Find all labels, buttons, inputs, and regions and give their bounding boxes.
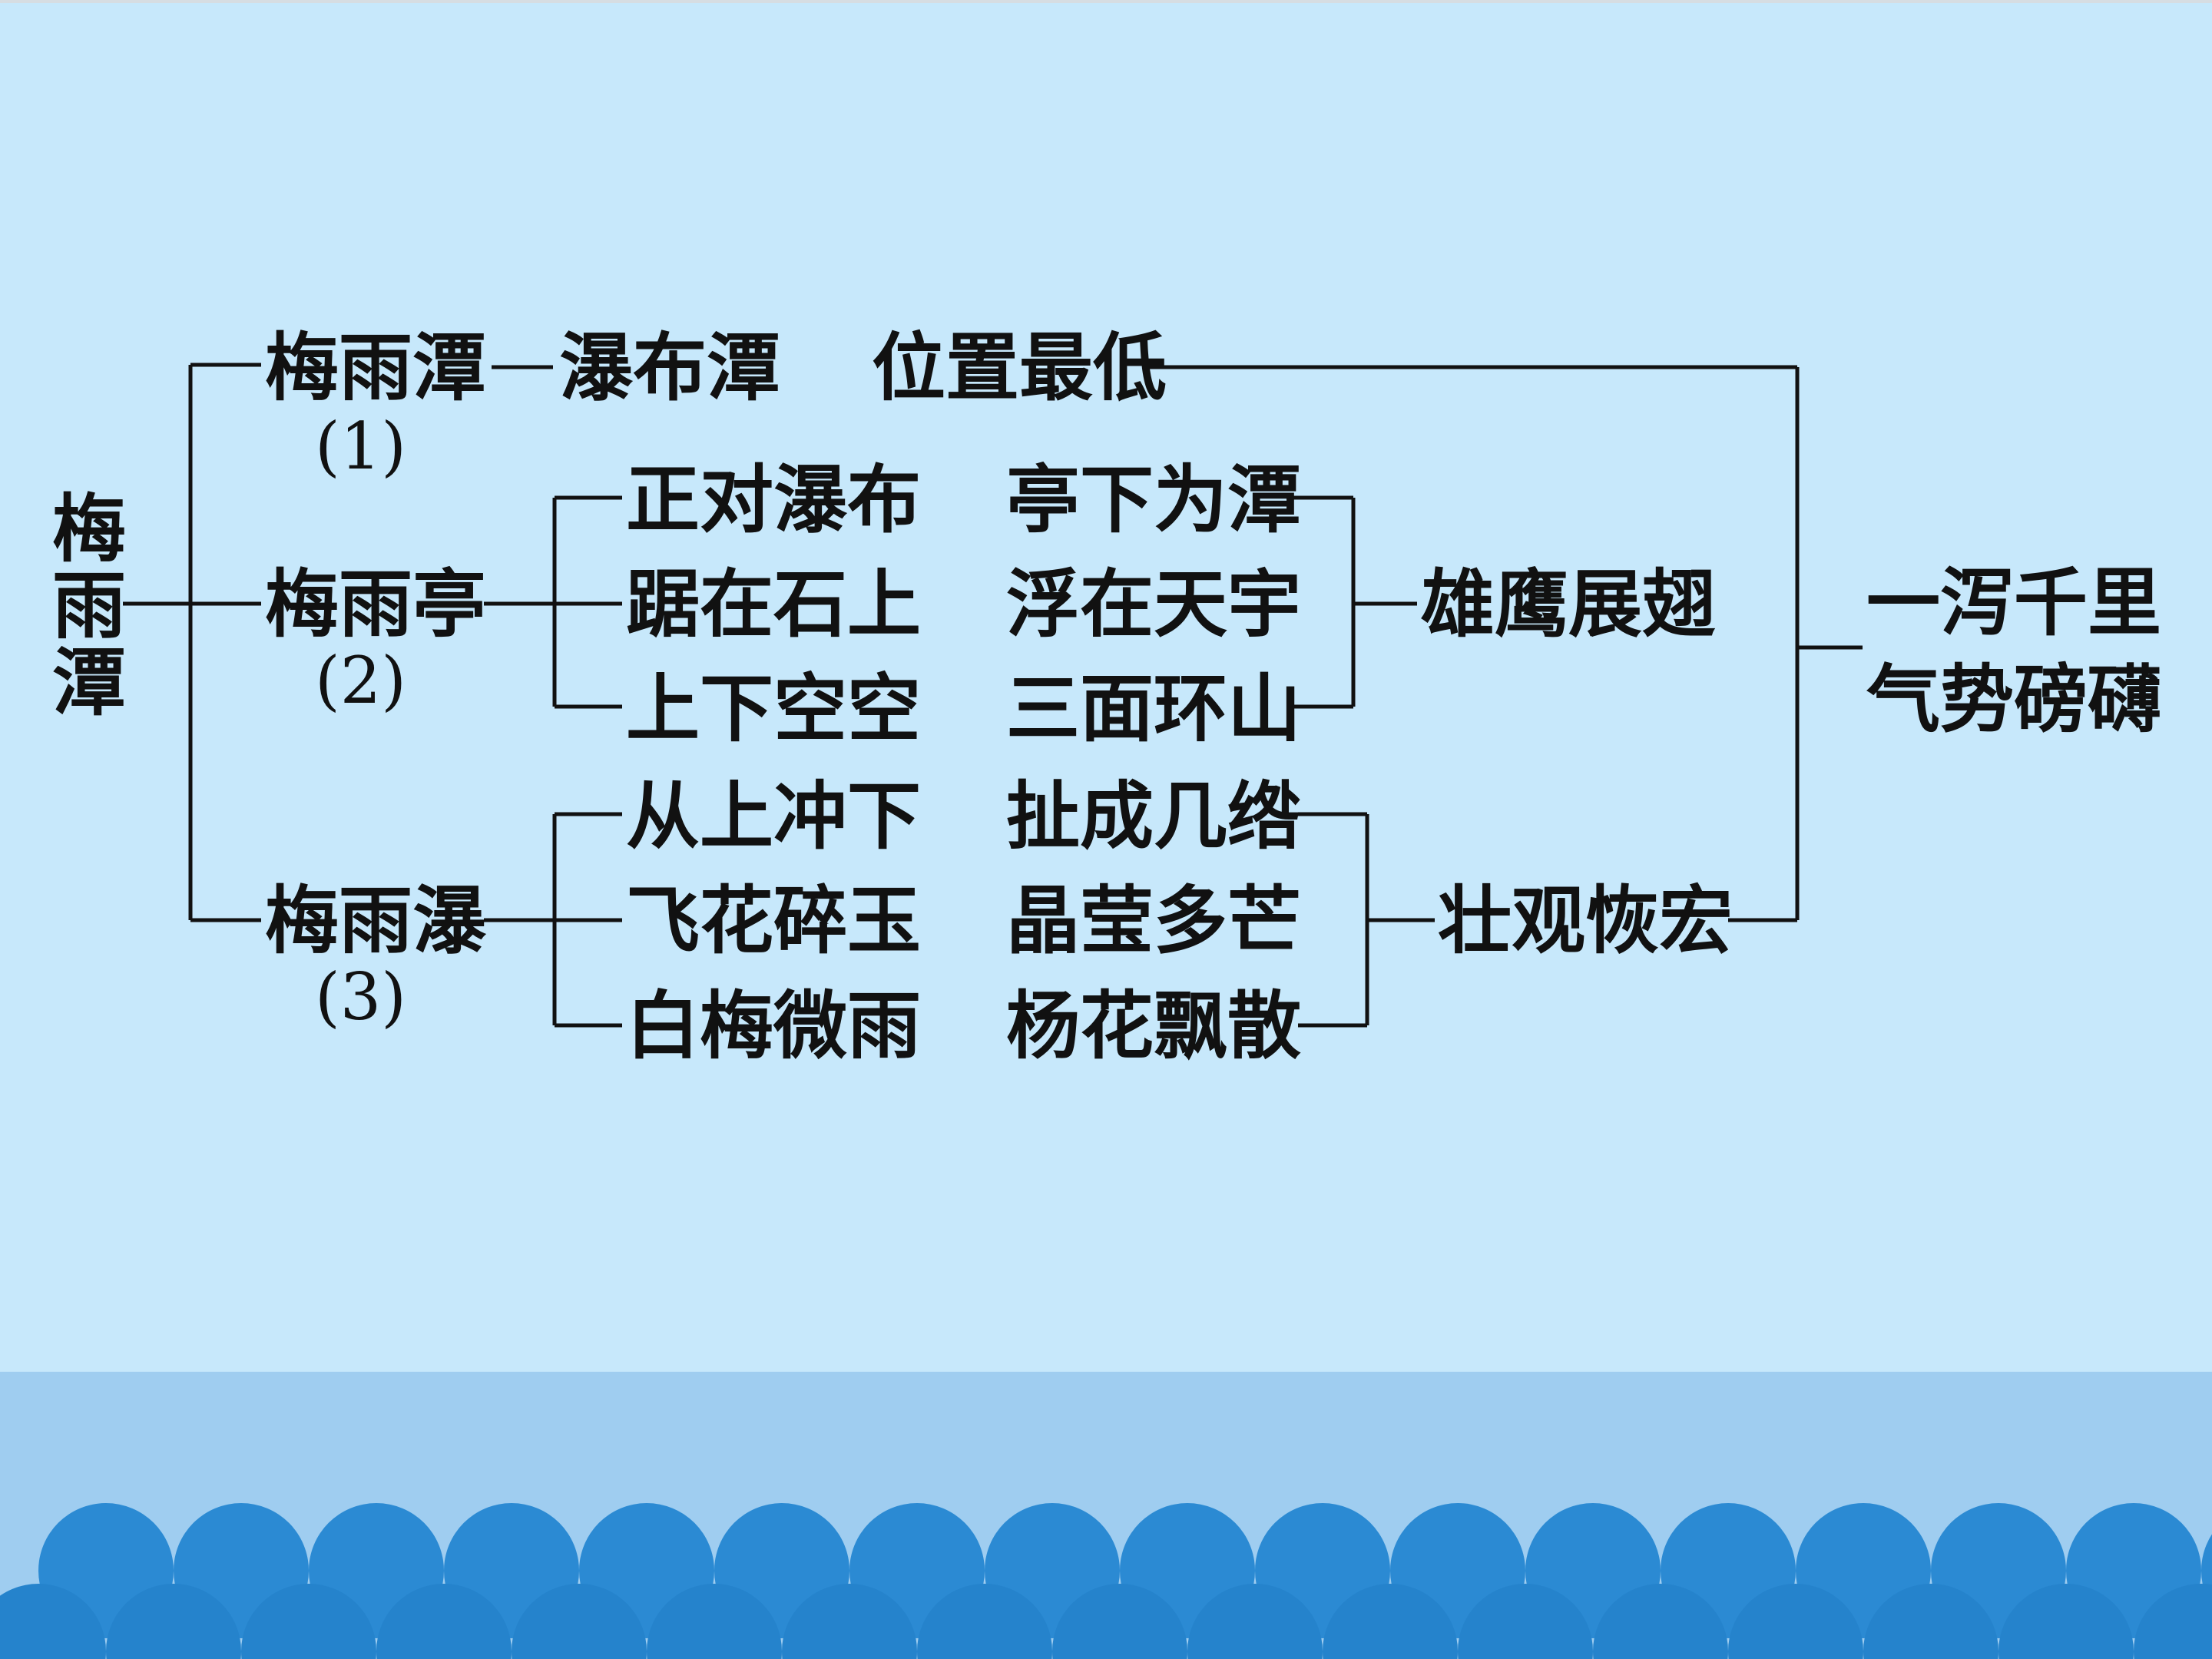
branch-3-title: 梅雨瀑 — [265, 877, 487, 964]
branch-1-number: (1) — [315, 409, 406, 484]
branch-3-number: (3) — [315, 959, 406, 1035]
branch-2-summary: 雄鹰展翅 — [1421, 561, 1716, 647]
branch-2-number: (2) — [315, 643, 406, 718]
branch-3-item-left-3: 白梅微雨 — [626, 982, 921, 1069]
scale-front — [241, 1584, 376, 1659]
scale-front — [1323, 1584, 1458, 1659]
scale-front — [1863, 1584, 1998, 1659]
branch-2-item-right-1: 亭下为潭 — [1006, 456, 1301, 543]
branch-2-item-left-2: 踞在石上 — [626, 561, 921, 647]
branch-3-item-right-1: 扯成几绺 — [1006, 773, 1301, 859]
scale-front — [376, 1584, 512, 1659]
top-border — [0, 0, 2212, 3]
branch-3-item-left-1: 从上冲下 — [626, 773, 921, 859]
wave-scale-decoration — [0, 1503, 2212, 1659]
scale-front — [0, 1584, 106, 1659]
scale-front — [1187, 1584, 1323, 1659]
branch-2-item-right-3: 三面环山 — [1006, 665, 1301, 752]
branch-1-title: 梅雨潭 — [265, 324, 486, 411]
conclusion-line-1: 一泻千里 — [1866, 559, 2161, 646]
branch-2-item-left-1: 正对瀑布 — [626, 456, 921, 543]
scale-front — [106, 1584, 241, 1659]
branch-2-item-right-2: 浮在天宇 — [1006, 561, 1301, 647]
root-char-1: 梅 — [52, 485, 126, 572]
branch-1-item-right-1: 位置最低 — [872, 324, 1167, 411]
scale-front — [1998, 1584, 2134, 1659]
branch-3: 梅雨瀑 (3) 从上冲下 飞花碎玉 白梅微雨 扯成几绺 晶莹多芒 杨花飘散 壮观… — [265, 773, 1733, 1069]
branch-2-title: 梅雨亭 — [265, 561, 486, 647]
root-char-3: 潭 — [52, 639, 126, 726]
scale-front — [917, 1584, 1052, 1659]
scale-front — [1458, 1584, 1593, 1659]
branch-3-item-left-2: 飞花碎玉 — [626, 877, 921, 964]
scale-front — [1052, 1584, 1187, 1659]
scale-front — [2134, 1584, 2212, 1659]
branch-3-summary: 壮观恢宏 — [1438, 877, 1733, 964]
conclusion-line-2: 气势磅礴 — [1866, 656, 2161, 743]
conclusion: 一泻千里 气势磅礴 — [1866, 559, 2161, 743]
scale-front — [512, 1584, 647, 1659]
branch-1: 梅雨潭 (1) 瀑布潭 位置最低 — [265, 324, 1167, 484]
branch-3-item-right-2: 晶莹多芒 — [1006, 877, 1301, 964]
branch-3-item-right-3: 杨花飘散 — [1006, 982, 1301, 1069]
root-char-2: 雨 — [52, 562, 126, 649]
branch-2-item-left-3: 上下空空 — [626, 665, 921, 752]
tree-connector-lines — [123, 363, 1863, 1028]
branch-2: 梅雨亭 (2) 正对瀑布 踞在石上 上下空空 亭下为潭 浮在天宇 三面环山 雄鹰… — [265, 456, 1716, 752]
root-node: 梅 雨 潭 — [52, 485, 126, 726]
scale-front — [1728, 1584, 1863, 1659]
scale-front — [647, 1584, 782, 1659]
branch-1-item-left-1: 瀑布潭 — [559, 324, 780, 411]
scale-front — [1593, 1584, 1728, 1659]
scale-front — [782, 1584, 917, 1659]
